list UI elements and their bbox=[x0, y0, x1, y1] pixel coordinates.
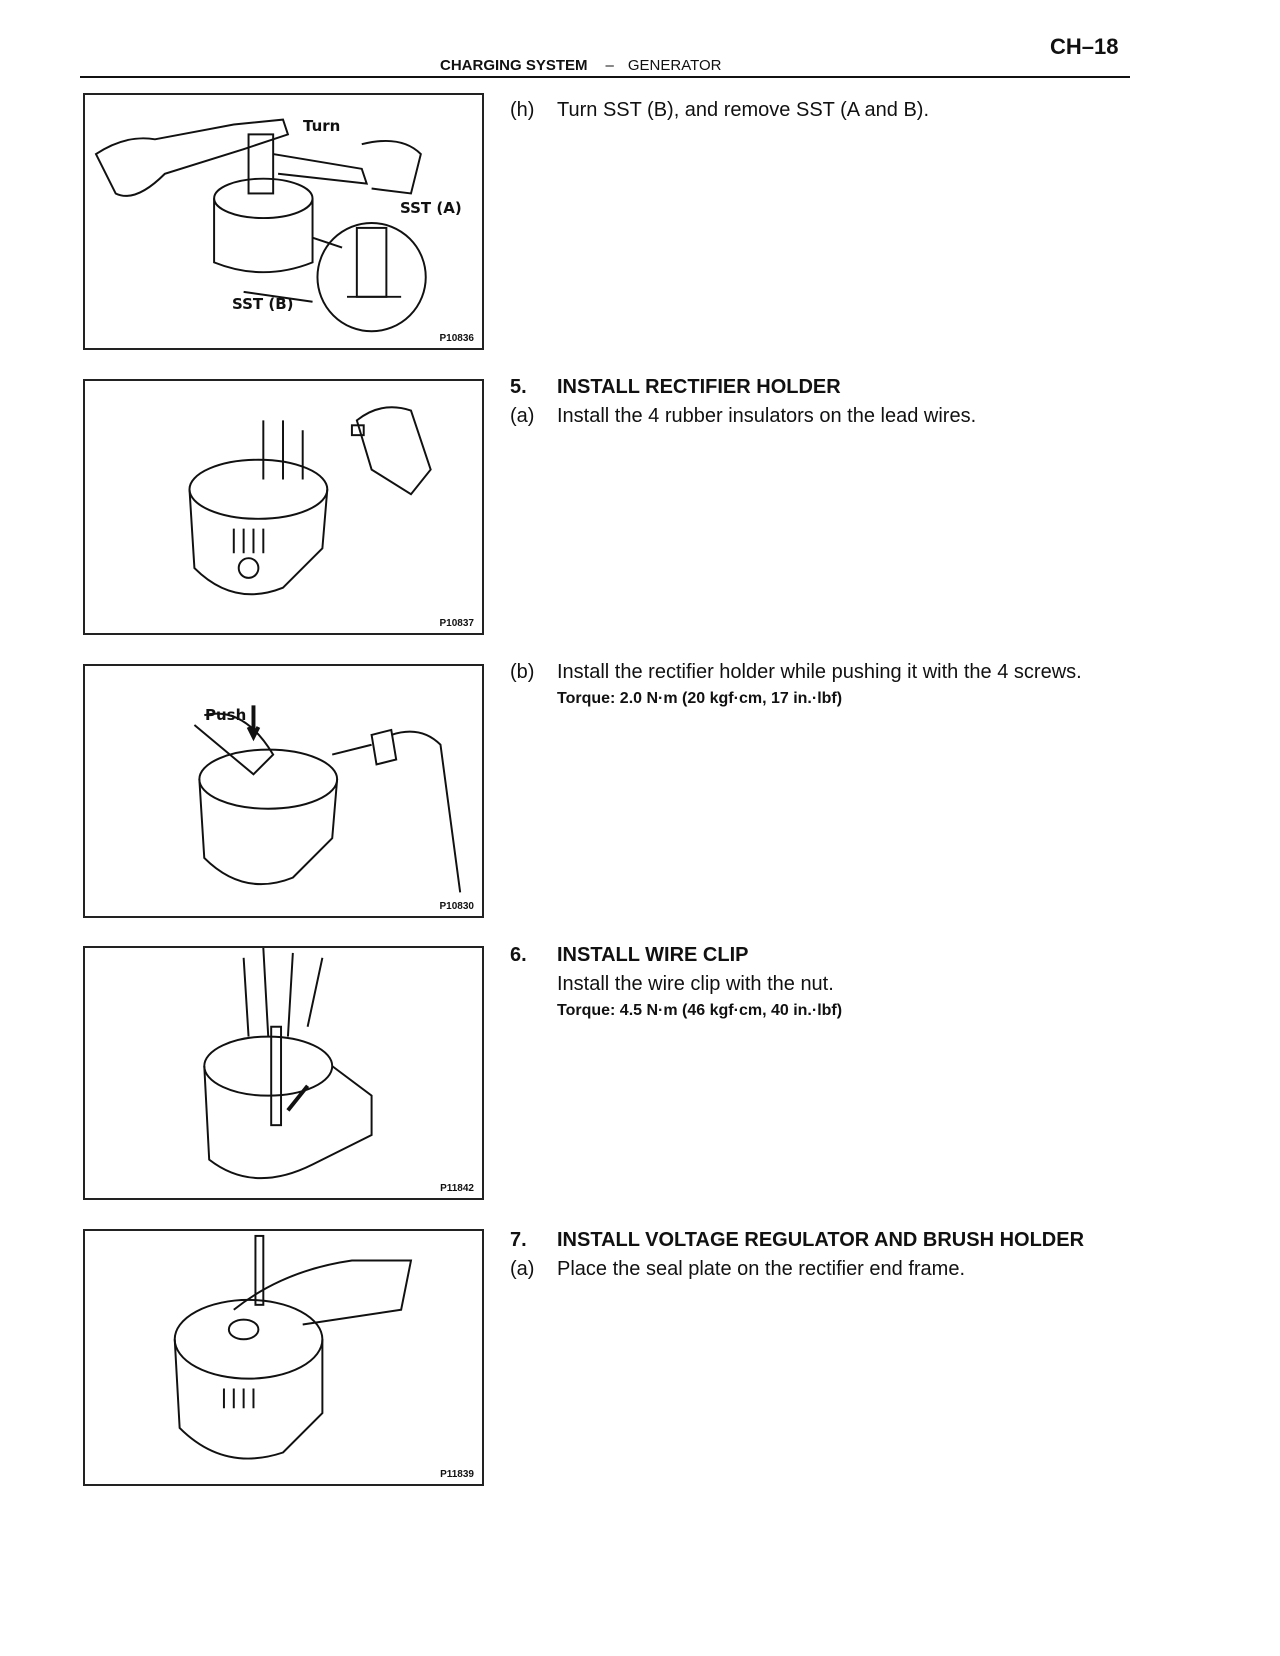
step-text: Install the wire clip with the nut. bbox=[557, 973, 834, 995]
figure-code: P11839 bbox=[440, 1469, 474, 1480]
torque-spec-5b: Torque: 2.0 N·m (20 kgf·cm, 17 in.·lbf) bbox=[557, 690, 843, 707]
header-separator: – bbox=[605, 57, 614, 74]
step-label: (a) bbox=[510, 405, 535, 427]
figure-rubber-insulators: P10837 bbox=[83, 379, 484, 635]
alternator-seal-plate-illustration bbox=[173, 1234, 413, 1460]
step-text: Install the 4 rubber insulators on the l… bbox=[557, 405, 977, 427]
label-push: Push bbox=[205, 706, 247, 724]
label-turn: Turn bbox=[303, 117, 341, 135]
step-heading: INSTALL WIRE CLIP bbox=[557, 944, 749, 966]
torque-spec-6: Torque: 4.5 N·m (46 kgf·cm, 40 in.·lbf) bbox=[557, 1002, 843, 1019]
label-sst-a: SST (A) bbox=[400, 199, 462, 217]
step-heading: INSTALL RECTIFIER HOLDER bbox=[557, 376, 841, 398]
running-header: CHARGING SYSTEM–GENERATOR bbox=[440, 57, 722, 74]
step-label: 7. bbox=[510, 1229, 527, 1251]
step-label: (a) bbox=[510, 1258, 535, 1280]
step-text: Install the rectifier holder while pushi… bbox=[557, 661, 1082, 683]
figure-code: P11842 bbox=[440, 1183, 474, 1194]
step-text: Place the seal plate on the rectifier en… bbox=[557, 1258, 966, 1280]
section-title: CHARGING SYSTEM bbox=[440, 57, 588, 74]
figure-rectifier-holder: Push P10830 bbox=[83, 664, 484, 918]
alternator-sst-illustration bbox=[94, 118, 427, 333]
alternator-insulator-illustration bbox=[188, 406, 432, 596]
figure-code: P10830 bbox=[439, 901, 474, 912]
figure-seal-plate: P11839 bbox=[83, 1229, 484, 1486]
figure-sst-removal: Turn SST (A) SST (B) P10836 bbox=[83, 93, 484, 350]
figure-code: P10837 bbox=[439, 618, 474, 629]
figure-code: P10836 bbox=[439, 333, 474, 344]
header-rule bbox=[80, 76, 1130, 78]
alternator-wire-clip-illustration bbox=[203, 948, 373, 1180]
step-heading: INSTALL VOLTAGE REGULATOR AND BRUSH HOLD… bbox=[557, 1229, 1085, 1251]
figure-wire-clip: P11842 bbox=[83, 946, 484, 1200]
step-label: 5. bbox=[510, 376, 527, 398]
subsection-title: GENERATOR bbox=[627, 57, 722, 74]
alternator-push-illustration bbox=[193, 705, 462, 893]
step-label: 6. bbox=[510, 944, 527, 966]
step-label: (h) bbox=[510, 99, 535, 121]
page-number: CH–18 bbox=[1050, 34, 1119, 59]
step-label: (b) bbox=[510, 661, 535, 683]
label-sst-b: SST (B) bbox=[232, 295, 294, 313]
step-text: Turn SST (B), and remove SST (A and B). bbox=[557, 99, 930, 121]
